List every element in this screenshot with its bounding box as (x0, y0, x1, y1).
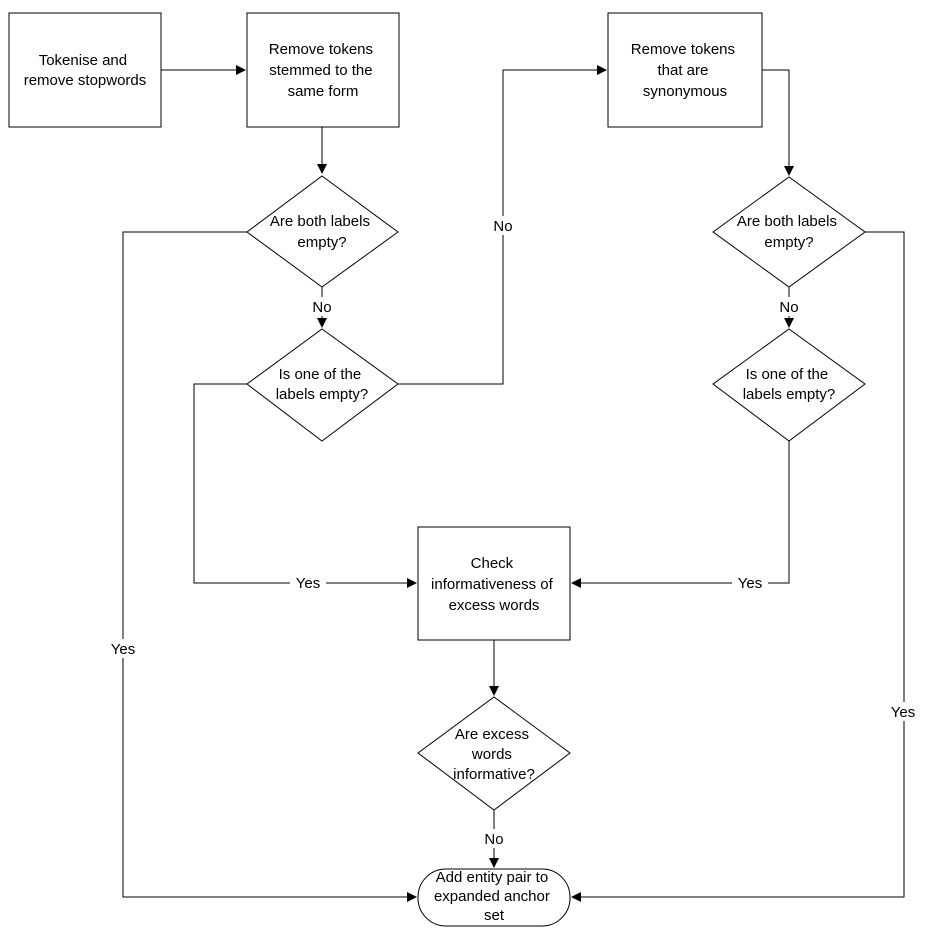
svg-text:Add entity pair to expan: Add entity pair to expanded anchor set (434, 869, 554, 924)
edge-labels: No No No Yes Yes Yes Yes No (104, 216, 923, 848)
label-yes-left-check: Yes (296, 575, 320, 592)
edge-both-empty-right-to-add-pair (571, 231, 905, 902)
node-add-pair: Add entity pair to expanded anchor set (417, 868, 571, 927)
node-tokenise: Tokenise and remove stopwords (8, 12, 162, 128)
svg-text:Check informativeness of: Check informativeness of excess words (431, 555, 557, 614)
svg-text:Is one of the labels emp: Is one of the labels empty? (743, 366, 836, 403)
edge-one-empty-right-to-check (571, 441, 790, 588)
node-excess-informative: Are excess words informative? (417, 696, 571, 811)
svg-text:Remove tokens stemmed to: Remove tokens stemmed to the same form (269, 41, 377, 100)
svg-text:Are both labels empty?: Are both labels empty? (737, 213, 841, 251)
svg-text:Remove tokens that are: Remove tokens that are synonymous (631, 41, 739, 100)
connectors (122, 65, 905, 902)
node-remove-stemmed: Remove tokens stemmed to the same form (246, 12, 400, 128)
node-both-empty-left: Are both labels empty? (246, 175, 399, 288)
label-yes-far-left: Yes (111, 641, 135, 658)
edge-both-empty-left-to-add-pair (122, 231, 417, 902)
svg-text:Are excess words i: Are excess words informative? (453, 726, 535, 783)
node-check-informativeness: Check informativeness of excess words (417, 526, 571, 641)
svg-text:Are both labels empty?: Are both labels empty? (270, 213, 374, 251)
label-no-left: No (312, 299, 331, 316)
label-yes-far-right: Yes (891, 704, 915, 721)
edge-synonymous-to-both-empty-right (762, 69, 794, 176)
label-no-to-synonymous: No (493, 218, 512, 235)
svg-text:Is one of the labels emp: Is one of the labels empty? (276, 366, 369, 403)
node-both-empty-right: Are both labels empty? (712, 176, 866, 288)
label-no-right: No (779, 299, 798, 316)
svg-text:Tokenise and remove stop: Tokenise and remove stopwords (24, 52, 147, 89)
label-no-bottom: No (484, 831, 503, 848)
label-yes-right-check: Yes (738, 575, 762, 592)
node-one-empty-right: Is one of the labels empty? (712, 328, 866, 442)
node-one-empty-left: Is one of the labels empty? (246, 328, 399, 442)
node-remove-synonymous: Remove tokens that are synonymous (607, 12, 763, 128)
